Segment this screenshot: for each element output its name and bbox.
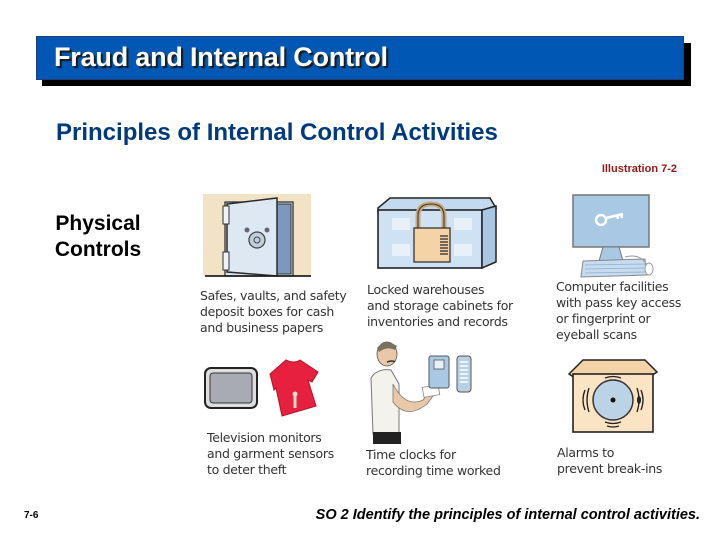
garment-sensor-icon [269, 359, 319, 417]
slide-subtitle: Principles of Internal Control Activitie… [56, 119, 498, 146]
illustration-reference: Illustration 7-2 [601, 163, 677, 175]
item-caption: Time clocks for recording time worked [366, 447, 501, 478]
locked-warehouse-icon [377, 197, 498, 270]
section-label: Physical Controls [42, 211, 154, 263]
computer-key-icon [572, 194, 654, 278]
alarm-bell-icon [567, 359, 659, 433]
section-label-line1: Physical [55, 212, 141, 235]
tv-monitor-icon [204, 367, 258, 409]
slide-title: Fraud and Internal Control [54, 42, 388, 72]
title-bar: Fraud and Internal Control [36, 36, 684, 80]
page-number: 7-6 [24, 510, 39, 521]
item-caption: Locked warehouses and storage cabinets f… [367, 282, 513, 329]
item-caption: Television monitors and garment sensors … [207, 430, 334, 477]
safe-vault-icon [203, 194, 311, 277]
section-label-line2: Controls [54, 238, 142, 261]
item-caption: Safes, vaults, and safety deposit boxes … [200, 288, 347, 335]
item-caption: Computer facilities with pass key access… [556, 279, 682, 342]
time-clock-icon [370, 341, 472, 444]
item-caption: Alarms to prevent break-ins [557, 445, 663, 476]
study-objective: SO 2 Identify the principles of internal… [315, 507, 700, 523]
